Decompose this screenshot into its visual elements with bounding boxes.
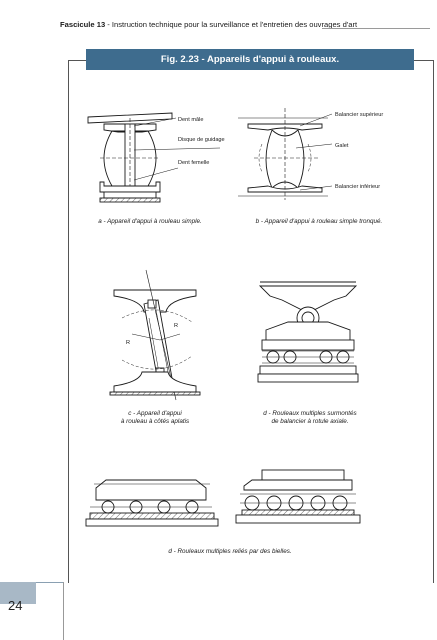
drawing-d2-right-rollers-rods [235, 469, 361, 524]
caption-d1-line1: d - Rouleaux multiples surmontés [263, 410, 357, 417]
drawing-c-flattened-roller [109, 269, 201, 401]
running-header: Fascicule 13 - Instruction technique pou… [60, 20, 432, 34]
caption-a: a - Appareil d'appui à rouleau simple. [98, 218, 202, 225]
caption-b: b - Appareil d'appui à rouleau simple tr… [255, 218, 383, 225]
figure-title: Fig. 2.23 - Appareils d'appui à rouleaux… [86, 49, 414, 70]
drawing-d-multiple-rollers-balancer [257, 281, 359, 383]
page-margin-rule [36, 582, 64, 583]
page-footer-rule [63, 582, 64, 640]
label-galet: Galet [335, 143, 349, 149]
label-r-left: R [126, 340, 130, 346]
caption-c-line2: à rouleau à côtés aplatis [120, 418, 190, 425]
label-balancier-superieur: Balancier supérieur [335, 112, 383, 118]
drawing-d2-left-rollers-rods [85, 479, 219, 527]
label-dent-male: Dent mâle [178, 117, 204, 123]
page-number: 24 [8, 598, 23, 613]
header-fascicule: Fascicule 13 [60, 20, 106, 29]
header-rule [322, 28, 430, 29]
label-disque-guidage: Disque de guidage [178, 137, 225, 143]
page-margin-bar [0, 582, 36, 604]
label-r-right: R [174, 323, 178, 329]
drawing-a-simple-roller [87, 112, 221, 203]
caption-c-line1: c - Appareil d'appui [128, 410, 182, 417]
caption-d1: d - Rouleaux multiples surmontés de bala… [240, 410, 380, 426]
caption-c: c - Appareil d'appui à rouleau à côtés a… [90, 410, 220, 426]
header-title: - Instruction technique pour la surveill… [105, 20, 358, 29]
caption-d1-line2: de balancier à rotule axiale. [271, 418, 349, 425]
drawing-b-truncated-roller [238, 108, 333, 200]
caption-d2: d - Rouleaux multiples reliés par des bi… [168, 548, 292, 555]
label-dent-femelle: Dent femelle [178, 160, 209, 166]
label-balancier-inferieur: Balancier inférieur [335, 184, 380, 190]
